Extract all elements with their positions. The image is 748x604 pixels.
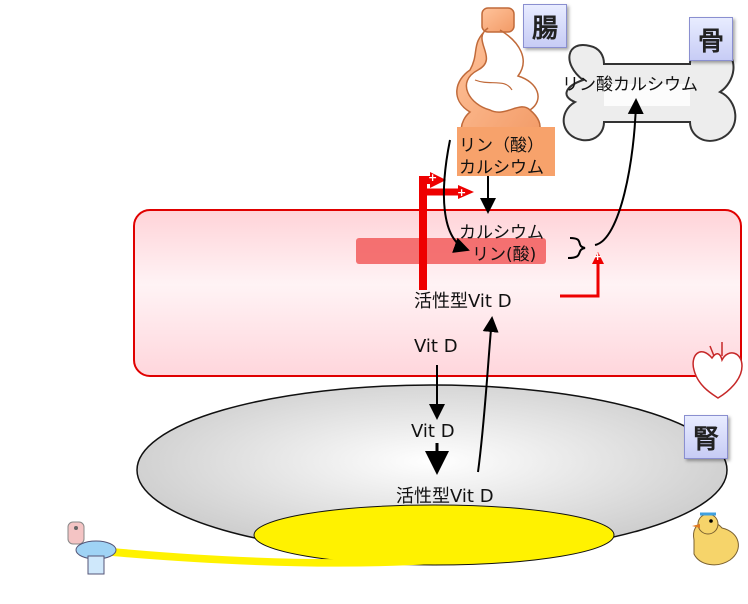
svg-text:+: + — [457, 186, 466, 199]
phosphate-highlight — [356, 238, 546, 264]
intestine-tag: 腸 — [523, 4, 567, 48]
urine-pool — [253, 504, 615, 566]
blood-vitd-label: Vit D — [414, 336, 458, 357]
urine-stream — [112, 548, 432, 567]
kidney-tag: 腎 — [684, 415, 728, 459]
flow-arrows — [425, 98, 644, 475]
heart-icon — [692, 342, 743, 399]
bone-label: リン酸カルシウム — [562, 75, 698, 95]
intestine-calcium-label: カルシウム — [459, 158, 544, 178]
stimulation-arrows: + + + — [419, 171, 604, 298]
intestine-phosphate-label: リン（酸） — [459, 136, 544, 156]
svg-text:+: + — [593, 250, 602, 263]
toilet-icon — [67, 521, 117, 575]
kidney-active-vitd-label: 活性型Vit D — [396, 486, 494, 507]
kidney-vitd-label: Vit D — [411, 421, 455, 442]
blood-active-vitd-label: 活性型Vit D — [414, 291, 512, 312]
absorption-box — [457, 127, 555, 176]
bone-illustration — [562, 44, 737, 142]
intestine-illustration — [456, 7, 541, 146]
blood-calcium-label: カルシウム — [459, 223, 544, 243]
blood-phosphate-label: リン(酸) — [472, 245, 537, 265]
svg-text:+: + — [428, 171, 437, 184]
duck-icon — [692, 512, 739, 566]
bone-tag: 骨 — [689, 17, 733, 61]
